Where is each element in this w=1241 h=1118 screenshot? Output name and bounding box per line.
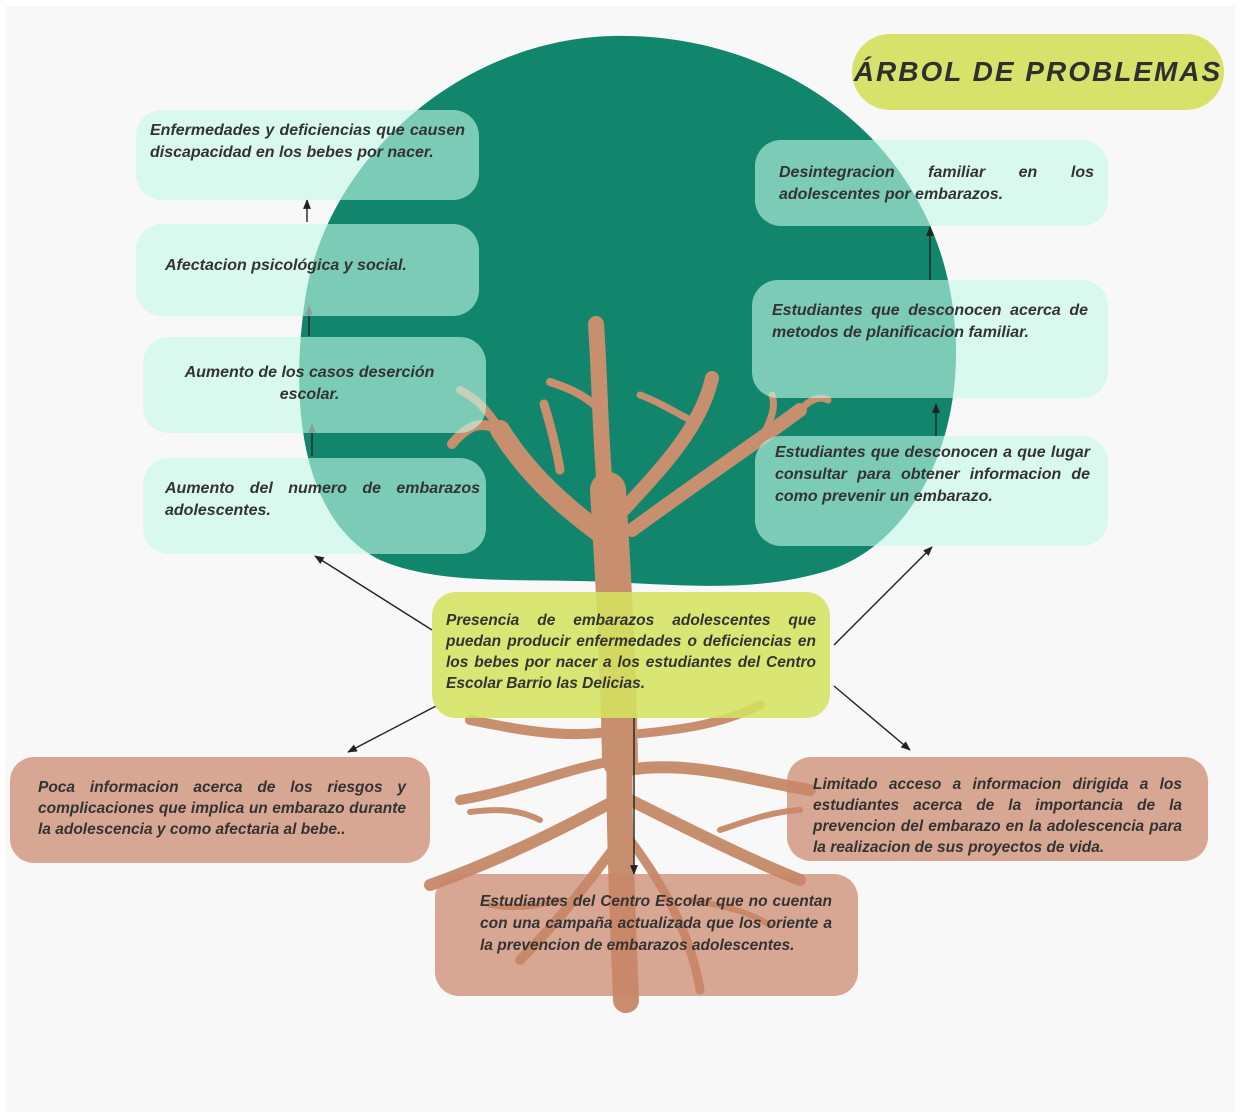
effect-text: Aumento de los casos deserción escolar. [184, 364, 435, 403]
effect-text: Afectacion psicológica y social. [165, 257, 407, 274]
effect-box-right-1: Desintegracion familiar en los adolescen… [755, 140, 1108, 226]
cause-box-bottom: Estudiantes del Centro Escolar que no cu… [435, 874, 858, 996]
cause-text: Estudiantes del Centro Escolar que no cu… [480, 893, 832, 954]
cause-box-left: Poca informacion acerca de los riesgos y… [10, 757, 430, 863]
effect-box-left-2: Afectacion psicológica y social. [136, 224, 479, 316]
effect-text: Aumento del numero de embarazos adolesce… [165, 480, 480, 519]
cause-text: Poca informacion acerca de los riesgos y… [38, 779, 406, 838]
effect-text: Enfermedades y deficiencias que causen d… [150, 122, 465, 161]
connector-arrows [303, 199, 940, 875]
core-problem-box: Presencia de embarazos adolescentes que … [432, 592, 830, 718]
effect-box-left-4: Aumento del numero de embarazos adolesce… [143, 458, 486, 554]
effect-box-right-2: Estudiantes que desconocen acerca de met… [752, 280, 1108, 398]
effect-text: Estudiantes que desconocen a que lugar c… [775, 444, 1090, 505]
cause-text: Limitado acceso a informacion dirigida a… [813, 776, 1182, 856]
core-problem-text: Presencia de embarazos adolescentes que … [446, 612, 816, 692]
diagram-title: ÁRBOL DE PROBLEMAS [852, 34, 1224, 110]
effect-box-left-3: Aumento de los casos deserción escolar. [143, 337, 486, 433]
effect-box-right-3: Estudiantes que desconocen a que lugar c… [755, 436, 1108, 546]
cause-box-right: Limitado acceso a informacion dirigida a… [787, 757, 1208, 861]
effect-text: Estudiantes que desconocen acerca de met… [772, 302, 1088, 341]
effect-box-left-1: Enfermedades y deficiencias que causen d… [136, 110, 479, 200]
effect-text: Desintegracion familiar en los adolescen… [779, 164, 1094, 203]
